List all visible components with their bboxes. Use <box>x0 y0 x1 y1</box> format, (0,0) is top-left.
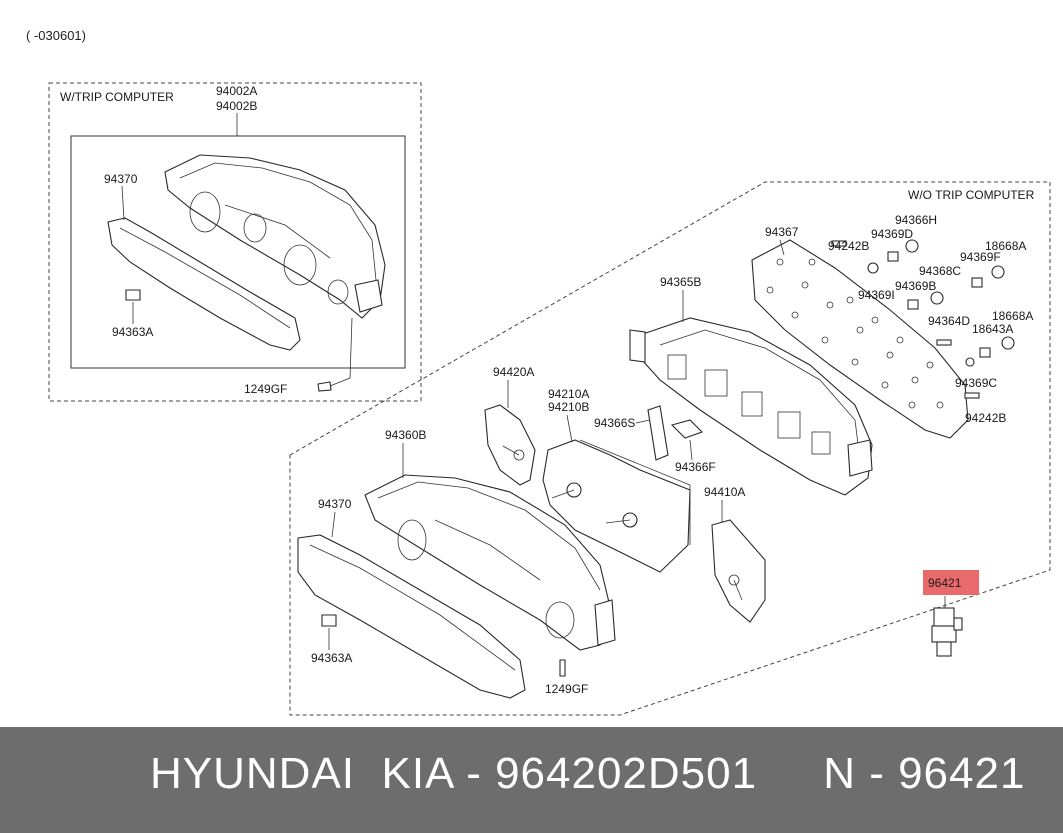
with-trip-group-title: W/TRIP COMPUTER <box>60 90 174 104</box>
dial-face-94210 <box>542 439 691 573</box>
label-18668A-bot: 18668A <box>992 309 1033 323</box>
clip-94363A-bot <box>321 614 337 627</box>
part-94366F <box>670 419 704 439</box>
label-18668A-top: 18668A <box>985 239 1026 253</box>
leader-94366F <box>689 439 693 461</box>
screw-1249GF-bot <box>559 659 566 677</box>
lens-cover-top <box>107 217 301 351</box>
label-94370-bot: 94370 <box>318 497 352 511</box>
label-94210A: 94210A <box>548 387 589 401</box>
lens-cover-bottom <box>297 534 526 699</box>
label-94369D: 94369D <box>871 227 913 241</box>
label-94242B-bot: 94242B <box>965 411 1006 425</box>
label-94370-top: 94370 <box>104 172 138 186</box>
label-94366F: 94366F <box>675 460 716 474</box>
label-94410A: 94410A <box>704 485 745 499</box>
leader-94367 <box>779 239 785 256</box>
bulbs-and-sockets <box>831 239 1015 399</box>
label-94369I: 94369I <box>858 288 895 302</box>
gauge-plate-94410A <box>711 519 766 623</box>
label-94364D: 94364D <box>928 314 970 328</box>
footer-bar: HYUNDAI KIA - 964202D501 N - 96421 <box>0 727 1063 833</box>
label-1249GF-bot: 1249GF <box>545 682 588 696</box>
label-94002B: 94002B <box>216 99 257 113</box>
label-94365B: 94365B <box>660 275 701 289</box>
connector-94366S <box>647 405 669 461</box>
label-96421: 96421 <box>928 576 962 590</box>
label-94369C: 94369C <box>955 376 997 390</box>
label-94363A-top: 94363A <box>112 325 153 339</box>
label-94420A: 94420A <box>493 365 534 379</box>
label-94360B: 94360B <box>385 428 426 442</box>
label-18643A: 18643A <box>972 322 1013 336</box>
screw-1249GF-top <box>317 381 332 392</box>
label-94369B: 94369B <box>895 279 936 293</box>
leader-1249GF-top-a <box>349 317 353 379</box>
leader-94370-bot <box>331 511 336 538</box>
label-94367: 94367 <box>765 225 799 239</box>
cluster-case-94365B <box>629 317 873 496</box>
leader-94366S <box>635 419 651 424</box>
cluster-housing-94360B <box>364 474 616 651</box>
label-94210B: 94210B <box>548 400 589 414</box>
cluster-housing-top <box>164 154 386 319</box>
clip-94363A-top <box>125 289 141 301</box>
label-94366S: 94366S <box>594 416 635 430</box>
with-trip-group-frame <box>48 82 422 402</box>
label-94363A-bot: 94363A <box>311 651 352 665</box>
without-trip-group-frame <box>289 181 1051 716</box>
label-94368C: 94368C <box>919 264 961 278</box>
speed-sensor-96421 <box>931 607 963 657</box>
without-trip-group-title: W/O TRIP COMPUTER <box>908 188 1035 202</box>
circuit-board-94367 <box>751 239 969 439</box>
label-94369F: 94369F <box>960 250 1001 264</box>
label-1249GF-top: 1249GF <box>244 382 287 396</box>
leader-94370-top <box>121 185 125 221</box>
with-trip-assembly-frame <box>70 135 406 369</box>
date-range-text: ( -030601) <box>26 28 86 43</box>
leader-94210 <box>566 414 573 443</box>
gauge-plate-94420A <box>484 404 536 486</box>
exploded-parts-diagram: ( -030601) W/TRIP COMPUTER 94002A 94002B… <box>26 28 1051 716</box>
label-94366H: 94366H <box>895 213 937 227</box>
leader-1249GF-top-b <box>329 377 351 387</box>
part-number-footer: HYUNDAI KIA - 964202D501 N - 96421 <box>150 749 1026 798</box>
highlight-96421 <box>923 570 979 595</box>
label-94242B-top: 94242B <box>828 239 869 253</box>
label-94002A: 94002A <box>216 84 257 98</box>
